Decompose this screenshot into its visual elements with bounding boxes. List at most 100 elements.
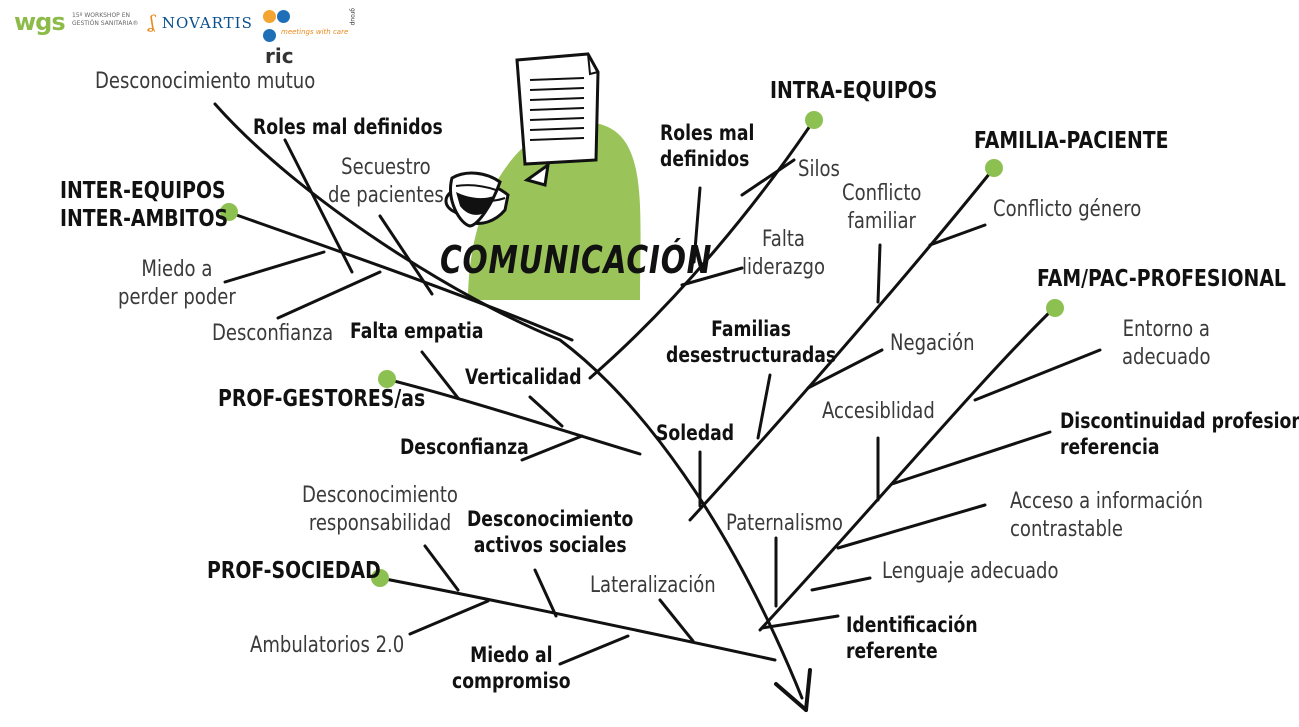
bone-intra [588,118,816,380]
twig-inter-secuestro [378,214,434,296]
cause-familias-desestructuradas: Familias desestructuradas [666,316,836,369]
twig-prof-lenguaje [810,576,872,592]
cause-discontinuidad-profesional: Discontinuidad profesional referencia [1060,408,1299,461]
cause-identificacion-referente: Identificación referente [846,612,978,665]
cause-falta-liderazgo: Falta liderazgo [742,226,825,281]
spine [213,102,804,700]
ric-group-text: group [349,8,356,26]
twig-sociedad-resp [423,544,460,592]
cause-secuestro-pacientes: Secuestro de pacientes [328,154,444,209]
node-prof-sociedad [371,569,389,587]
novartis-logo: ʆ NOVARTIS [149,12,253,33]
twig-prof-discontinuidad [890,430,1052,486]
category-inter-equipos-line2: INTER-AMBITOS [60,205,229,232]
cause-conflicto-line2: familiar [847,208,916,234]
cause-miedo-line1: Miedo a [141,257,213,282]
category-prof-gestores: PROF-GESTORES/as [218,386,426,412]
twig-inter-desconfianza [276,270,382,320]
cause-intra-roles-line2: definidos [660,147,750,172]
cause-conflicto-line1: Conflicto [842,181,922,206]
cause-acceso-line2: contrastable [1010,516,1124,542]
twig-inter-roles [283,138,354,274]
bone-profesional [758,306,1056,632]
cause-entorno-line1: Entorno a [1122,317,1210,342]
cause-lateralizacion: Lateralización [590,573,716,598]
novartis-flame-icon: ʆ [149,12,156,33]
cause-negacion: Negación [890,331,975,356]
cause-discontinuidad-line2: referencia [1060,435,1160,460]
cause-entorno-adecuado: Entorno a adecuado [1122,316,1211,371]
wgs-logo: wgs [14,8,66,36]
twig-familia-genero [928,223,987,247]
cause-acceso-informacion: Acceso a información contrastable [1010,488,1203,543]
cause-inter-desconfianza: Desconfianza [212,321,334,346]
green-blob [468,121,641,300]
cause-inter-roles-mal-definidos: Roles mal definidos [253,115,443,139]
cause-desconocimiento-responsabilidad: Desconocimiento responsabilidad [302,482,458,537]
cause-miedo-perder-poder: Miedo a perder poder [118,256,236,311]
cause-desc-resp-line2: responsabilidad [308,510,452,536]
cause-identificacion-line2: referente [846,639,938,664]
bone-gestores [384,377,642,456]
ric-group-logo: ric group meetings with care [263,6,356,68]
twig-intra-liderazgo [680,266,744,287]
ric-tagline: meetings with care [281,28,349,36]
cause-lenguaje-adecuado: Lenguaje adecuado [882,559,1059,584]
twig-gestores-empatia [420,350,460,400]
novartis-wordmark: NOVARTIS [161,14,253,32]
cause-conflicto-familiar: Conflicto familiar [842,180,921,235]
ric-dots-icon [263,6,291,44]
diagram-title: COMUNICACIÓN [440,238,713,282]
twig-prof-entorno [973,348,1102,402]
ric-wordmark: ric [265,44,294,68]
cause-soledad: Soledad [656,421,735,445]
cause-intra-roles-mal-definidos: Roles mal definidos [660,120,754,173]
cause-miedo-compromiso: Miedo al compromiso [452,642,571,695]
cause-liderazgo-line1: Falta [762,227,805,252]
twig-prof-identificacion [760,614,840,630]
cause-miedo-line2: perder poder [118,284,236,310]
twig-sociedad-ambulatorios [408,599,490,636]
twig-sociedad-activos [533,568,558,618]
arrow-head-icon [774,668,812,712]
cause-desconocimiento-activos: Desconocimiento activos sociales [467,506,633,559]
twig-gestores-verticalidad [528,395,564,428]
twig-sociedad-lateral [658,598,695,643]
twig-inter-miedo [223,250,326,284]
cause-miedo-comp-line1: Miedo al [470,643,553,667]
twig-intra-roles [692,186,702,264]
cause-desc-resp-line1: Desconocimiento [302,483,458,508]
cause-familias-line2: desestructuradas [666,343,837,368]
twig-familia-negacion [806,348,884,390]
node-fam-pac-profesional [1046,299,1064,317]
cause-desc-activos-line2: activos sociales [473,533,627,558]
bone-familia [688,166,996,522]
twig-sociedad-miedo [558,634,630,666]
cause-falta-empatia: Falta empatia [350,319,484,343]
mouth-icon [449,171,502,228]
category-fam-pac-profesional: FAM/PAC-PROFESIONAL [1037,266,1286,292]
node-familia-paciente [985,159,1003,177]
twig-gestores-desconfianza [520,434,584,462]
cause-familias-line1: Familias [711,317,792,341]
wgs-logo-subtitle: 15º WORKSHOP EN GESTIÓN SANITARIA® [72,12,139,27]
category-familia-paciente: FAMILIA-PACIENTE [974,128,1169,154]
node-intra-equipos [805,111,823,129]
cause-silos: Silos [798,157,840,182]
cause-intra-roles-line1: Roles mal [660,121,755,145]
cause-secuestro-line2: de pacientes [328,182,444,208]
cause-desconocimiento-mutuo: Desconocimiento mutuo [95,69,316,94]
category-intra-equipos: INTRA-EQUIPOS [770,78,938,104]
document-icon [515,52,600,187]
cause-miedo-comp-line2: compromiso [452,669,571,694]
bone-sociedad [378,576,777,662]
category-prof-sociedad: PROF-SOCIEDAD [207,558,381,584]
cause-acceso-line1: Acceso a información [1010,489,1203,514]
cause-secuestro-line1: Secuestro [341,155,431,180]
cause-ambulatorios: Ambulatorios 2.0 [250,633,405,658]
category-inter-equipos-line1: INTER-EQUIPOS [60,178,226,204]
twig-familia-familias [756,373,772,440]
cause-gestores-desconfianza: Desconfianza [400,435,529,459]
